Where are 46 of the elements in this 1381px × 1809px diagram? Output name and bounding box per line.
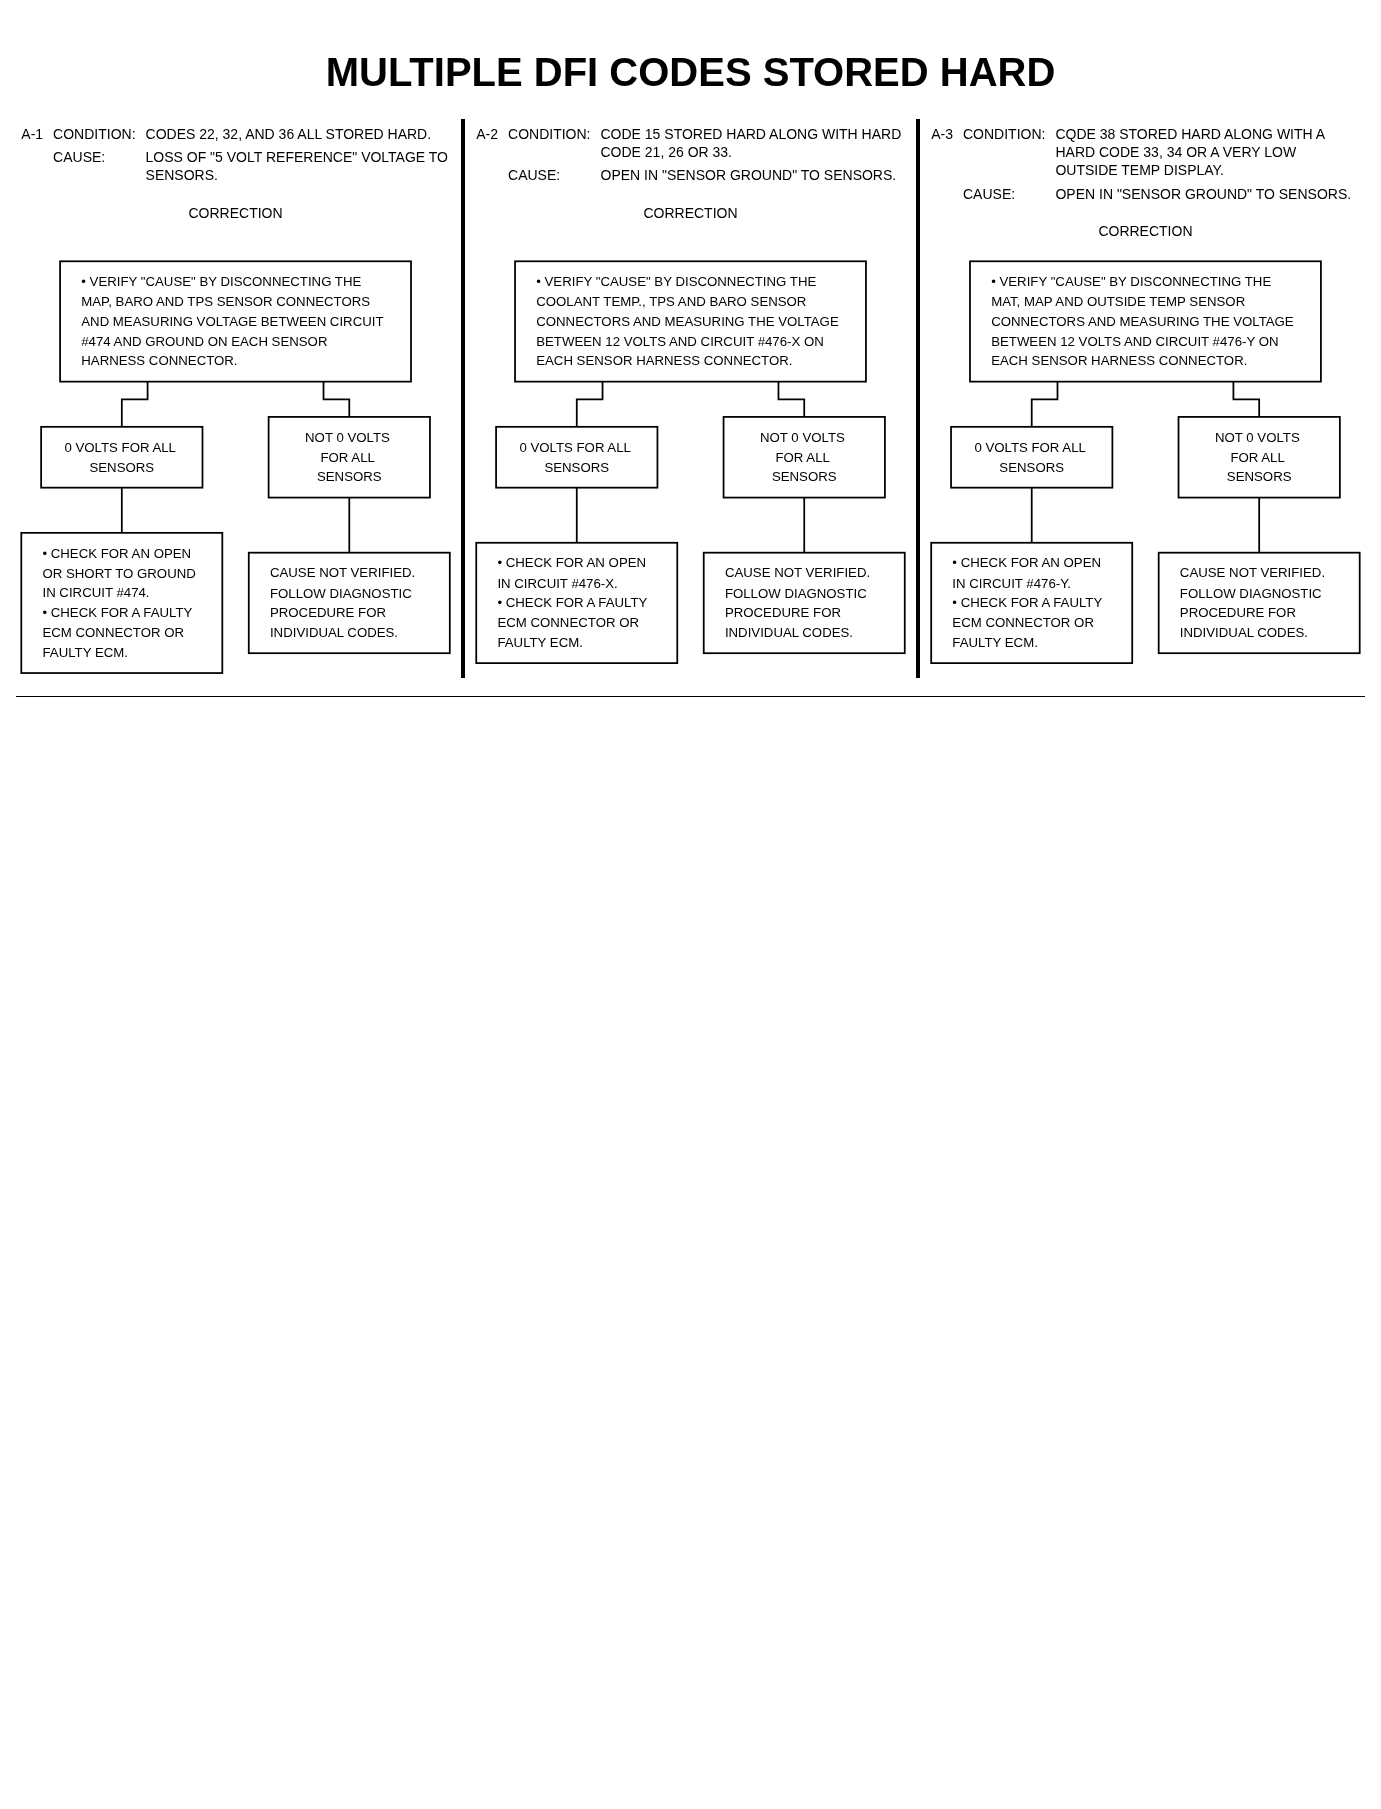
section-number: A-3	[931, 125, 953, 144]
cause-label: CAUSE:	[53, 148, 107, 168]
section-number: A-1	[21, 125, 44, 144]
result-box: NOT 0 VOLTS FOR ALL SENSORS	[267, 415, 431, 499]
result-box: 0 VOLTS FOR ALL SENSORS	[950, 425, 1114, 489]
action-box: • CHECK FOR AN OPEN IN CIRCUIT #476-X. • CHECK FOR A FAULTY ECM CONNECTOR OR FAULTY ECM.	[475, 541, 679, 664]
condition-text: CODES 22, 32, AND 36 ALL STORED HARD.	[145, 125, 433, 144]
connector-line	[575, 486, 578, 544]
result-box: NOT 0 VOLTS FOR ALL SENSORS	[1177, 415, 1341, 499]
result-box: NOT 0 VOLTS FOR ALL SENSORS	[722, 415, 886, 499]
cause-text: LOSS OF "5 VOLT REFERENCE" VOLTAGE TO SENSORS.	[145, 148, 449, 185]
correction-heading: CORRECTION	[643, 203, 738, 222]
cause-text: OPEN IN "SENSOR GROUND" TO SENSORS.	[1055, 184, 1353, 203]
action-box: • CHECK FOR AN OPEN IN CIRCUIT #476-Y. • CHECK FOR A FAULTY ECM CONNECTOR OR FAULTY ECM.	[930, 541, 1134, 664]
result-box: 0 VOLTS FOR ALL SENSORS	[40, 425, 204, 489]
instruction-box: • VERIFY "CAUSE" BY DISCONNECTING THE COOLANT TEMP., TPS AND BARO SENSOR CONNECTORS AND MEASURING THE VOLTAGE BETWEEN 12 VOLTS AND CIRCUIT #476-X ON EACH SENSOR HARNESS CONNECTOR.	[514, 260, 867, 383]
cause-label: CAUSE:	[963, 184, 1017, 203]
connector-line	[1258, 496, 1261, 554]
action-box: CAUSE NOT VERIFIED. FOLLOW DIAGNOSTIC PROCEDURE FOR INDIVIDUAL CODES.	[1157, 551, 1361, 654]
connector-line	[120, 486, 123, 534]
correction-heading: CORRECTION	[1098, 221, 1193, 240]
cause-label: CAUSE:	[508, 166, 562, 185]
connector-line	[575, 380, 604, 428]
connector-line	[120, 380, 149, 428]
condition-label: CONDITION:	[963, 125, 1046, 144]
action-box: CAUSE NOT VERIFIED. FOLLOW DIAGNOSTIC PROCEDURE FOR INDIVIDUAL CODES.	[702, 551, 906, 654]
instruction-box: • VERIFY "CAUSE" BY DISCONNECTING THE MAP, BARO AND TPS SENSOR CONNECTORS AND MEASURING VOLTAGE BETWEEN CIRCUIT #474 AND GROUND ON EACH SENSOR HARNESS CONNECTOR.	[59, 260, 412, 383]
instruction-box: • VERIFY "CAUSE" BY DISCONNECTING THE MAT, MAP AND OUTSIDE TEMP SENSOR CONNECTORS AND MEASURING THE VOLTAGE BETWEEN 12 VOLTS AND CIRCUIT #476-Y ON EACH SENSOR HARNESS CONNECTOR.	[969, 260, 1322, 383]
action-box: • CHECK FOR AN OPEN OR SHORT TO GROUND IN CIRCUIT #474. • CHECK FOR A FAULTY ECM CONNECTOR OR FAULTY ECM.	[20, 531, 224, 674]
correction-heading: CORRECTION	[188, 203, 283, 222]
action-box: CAUSE NOT VERIFIED. FOLLOW DIAGNOSTIC PROCEDURE FOR INDIVIDUAL CODES.	[247, 551, 451, 654]
condition-label: CONDITION:	[508, 125, 591, 144]
condition-text: CQDE 38 STORED HARD ALONG WITH A HARD CODE 33, 34 OR A VERY LOW OUTSIDE TEMP DISPLAY.	[1055, 125, 1326, 180]
condition-text: CODE 15 STORED HARD ALONG WITH HARD CODE 21, 26 OR 33.	[600, 125, 903, 162]
cause-text: OPEN IN "SENSOR GROUND" TO SENSORS.	[600, 166, 898, 185]
connector-line	[1232, 380, 1261, 418]
diagram-title: MULTIPLE DFI CODES STORED HARD	[325, 50, 1056, 95]
connector-line	[348, 496, 351, 554]
result-box: 0 VOLTS FOR ALL SENSORS	[495, 425, 659, 489]
section-number: A-2	[476, 125, 499, 144]
connector-line	[1030, 486, 1033, 544]
connector-line	[777, 380, 806, 418]
connector-line	[1030, 380, 1059, 428]
connector-line	[322, 380, 351, 418]
condition-label: CONDITION:	[53, 125, 136, 144]
connector-line	[803, 496, 806, 554]
